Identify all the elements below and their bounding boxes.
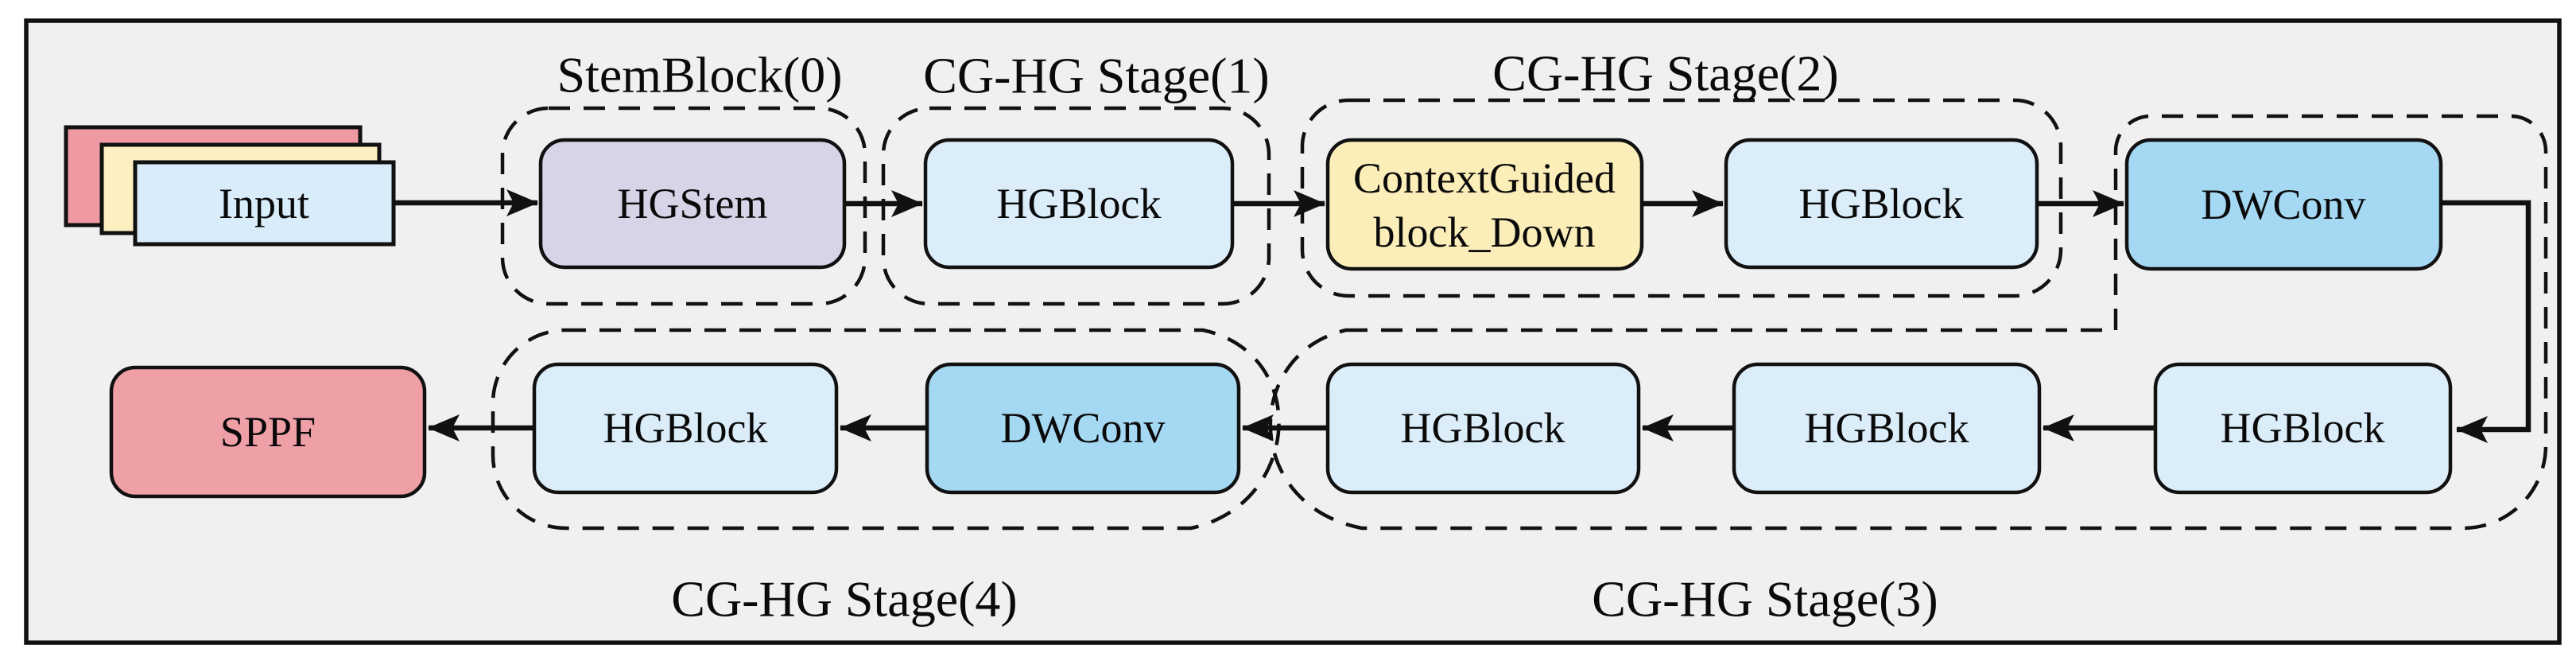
header-stage1: CG-HG Stage(1) bbox=[923, 48, 1269, 104]
dwconv-stage3-node: DWConv bbox=[2124, 138, 2443, 271]
dwconv-label: DWConv bbox=[2202, 181, 2366, 228]
header-stage2: CG-HG Stage(2) bbox=[1492, 45, 1838, 102]
hgblock-label: HGBlock bbox=[997, 180, 1162, 227]
hgstem-node: HGStem bbox=[538, 138, 847, 270]
header-stage3: CG-HG Stage(3) bbox=[1592, 571, 1938, 628]
container-stage4 bbox=[491, 328, 1281, 531]
sppf-label: SPPF bbox=[220, 408, 316, 456]
hgblock-stage3c-node: HGBlock bbox=[2153, 362, 2453, 495]
hgblock-label: HGBlock bbox=[1799, 180, 1964, 227]
hgblock-stage4-node: HGBlock bbox=[532, 362, 839, 495]
arrow-dwconv-down-to-hgblock3c bbox=[2441, 200, 2531, 443]
dwconv-label: DWConv bbox=[1001, 404, 1166, 452]
hgblock-stage2-node: HGBlock bbox=[1724, 138, 2039, 270]
hgblock-label: HGBlock bbox=[603, 404, 768, 452]
hgblock-stage3a-node: HGBlock bbox=[1325, 362, 1641, 495]
input-node: Input bbox=[64, 125, 396, 247]
hgblock-stage1-node: HGBlock bbox=[923, 138, 1235, 270]
hgblock-label: HGBlock bbox=[1805, 404, 1969, 452]
container-stage2 bbox=[1300, 98, 2063, 298]
input-label: Input bbox=[219, 180, 309, 227]
container-stage3 bbox=[1268, 114, 2548, 531]
contextguided-node: ContextGuided block_Down bbox=[1325, 138, 1644, 271]
figure-frame bbox=[24, 18, 2562, 645]
hgblock-stage3b-node: HGBlock bbox=[1732, 362, 2042, 495]
contextguided-label-line2: block_Down bbox=[1374, 208, 1596, 256]
sppf-node: SPPF bbox=[109, 365, 427, 499]
contextguided-label-line1: ContextGuided bbox=[1353, 154, 1616, 202]
hgblock-label: HGBlock bbox=[1401, 404, 1565, 452]
dwconv-stage4-node: DWConv bbox=[925, 362, 1241, 495]
header-stage4: CG-HG Stage(4) bbox=[671, 571, 1017, 628]
input-layer-blue bbox=[133, 160, 396, 247]
header-stemblock: StemBlock(0) bbox=[557, 47, 842, 103]
hgstem-label: HGStem bbox=[618, 180, 768, 227]
hgblock-label: HGBlock bbox=[2221, 404, 2385, 452]
